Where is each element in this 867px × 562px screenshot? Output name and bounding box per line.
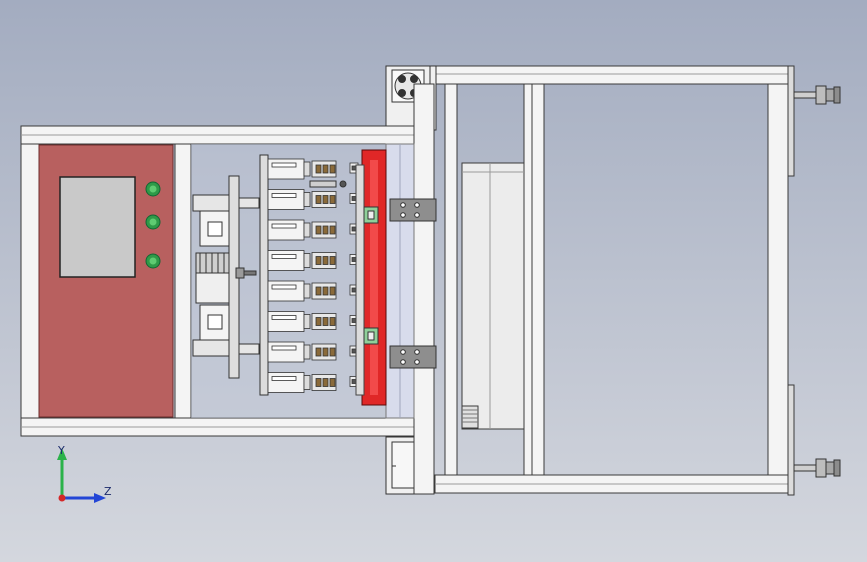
leveling-foot-top	[793, 85, 841, 105]
cylinder-assembly	[192, 175, 260, 379]
red-fixture-plate	[355, 149, 387, 406]
hmi-screen	[59, 176, 136, 278]
right-frame-inner-post	[444, 83, 458, 476]
y-axis-label: Y	[57, 444, 65, 457]
terminal-module	[267, 158, 359, 180]
left-frame-outer-post	[20, 143, 40, 419]
y-axis-arrowhead	[57, 448, 67, 460]
motor-fan	[461, 405, 479, 429]
actuator-rod	[309, 180, 347, 188]
mounting-bracket-bottom	[389, 345, 437, 369]
terminal-module	[267, 280, 359, 302]
right-frame	[434, 65, 795, 496]
work-area	[191, 143, 437, 419]
motor-housing	[461, 162, 525, 430]
x-axis-origin	[58, 494, 66, 502]
right-frame-mid-post-right	[531, 83, 545, 476]
sensor-block-bottom	[363, 327, 379, 345]
terminal-rack	[259, 154, 359, 396]
mounting-bracket-top	[389, 198, 437, 222]
right-frame-outer-post	[767, 83, 789, 476]
coordinate-triad: Y Z	[57, 444, 112, 503]
terminal-module	[267, 341, 359, 363]
right-mount-plate-bottom	[787, 384, 795, 496]
left-frame	[20, 83, 435, 495]
left-frame-divider-post	[174, 143, 192, 419]
right-frame-top-beam	[434, 65, 789, 85]
control-panel	[38, 144, 174, 418]
sensor-block-top	[363, 206, 379, 224]
center-post	[413, 83, 435, 495]
terminal-module	[267, 250, 359, 271]
z-axis-label: Z	[104, 485, 112, 498]
terminal-module	[267, 189, 359, 210]
indicator-light-2	[145, 214, 161, 230]
terminal-module	[267, 372, 359, 393]
indicator-light-3	[145, 253, 161, 269]
terminal-module	[267, 311, 359, 332]
z-axis-arrowhead	[94, 493, 106, 503]
right-frame-mid-post-left	[523, 83, 533, 476]
leveling-foot-bottom	[793, 458, 841, 478]
right-mount-plate-top	[787, 65, 795, 177]
indicator-light-1	[145, 181, 161, 197]
